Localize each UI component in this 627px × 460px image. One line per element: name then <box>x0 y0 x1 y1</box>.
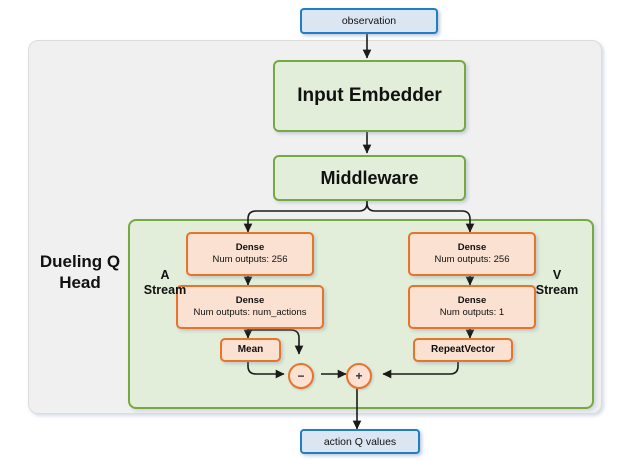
layer-repeatvector[interactable]: RepeatVector <box>413 338 513 362</box>
add-symbol: + <box>355 369 363 383</box>
layer-title: Dense <box>235 241 265 253</box>
layer-title: Dense <box>235 294 265 306</box>
a-stream-label: A Stream <box>136 268 194 299</box>
layer-a-dense-num-actions[interactable]: Dense Num outputs: num_actions <box>176 285 324 329</box>
layer-title: RepeatVector <box>431 343 495 355</box>
v-stream-label: V Stream <box>528 268 586 299</box>
layer-detail: Num outputs: 1 <box>439 307 505 318</box>
layer-title: Dense <box>457 241 487 253</box>
io-box-action-q-values[interactable]: action Q values <box>300 429 420 454</box>
layer-v-dense-256[interactable]: Dense Num outputs: 256 <box>408 232 536 276</box>
input-embedder-label: Input Embedder <box>297 85 442 106</box>
observation-label: observation <box>341 15 397 27</box>
subtract-symbol: − <box>297 369 305 383</box>
layer-detail: Num outputs: num_actions <box>193 307 307 318</box>
middleware-label: Middleware <box>320 167 419 188</box>
v-stream-line2: Stream <box>535 283 579 298</box>
io-box-observation[interactable]: observation <box>300 8 438 34</box>
layer-detail: Num outputs: 256 <box>212 254 288 265</box>
dueling-q-head-label: Dueling Q Head <box>34 252 126 293</box>
v-stream-line1: V <box>552 268 562 282</box>
module-input-embedder[interactable]: Input Embedder <box>273 60 466 132</box>
layer-title: Dense <box>457 294 487 306</box>
layer-a-dense-256[interactable]: Dense Num outputs: 256 <box>186 232 314 276</box>
layer-detail: Num outputs: 256 <box>434 254 510 265</box>
dueling-q-head-text: Dueling Q Head <box>39 252 121 292</box>
module-middleware[interactable]: Middleware <box>273 155 466 201</box>
action-q-values-label: action Q values <box>323 435 397 448</box>
layer-title: Mean <box>237 343 264 355</box>
layer-v-dense-1[interactable]: Dense Num outputs: 1 <box>408 285 536 329</box>
operator-add[interactable]: + <box>346 363 372 389</box>
a-stream-line1: A <box>160 268 170 282</box>
operator-subtract[interactable]: − <box>288 363 314 389</box>
a-stream-line2: Stream <box>143 283 187 298</box>
layer-mean[interactable]: Mean <box>220 338 281 362</box>
